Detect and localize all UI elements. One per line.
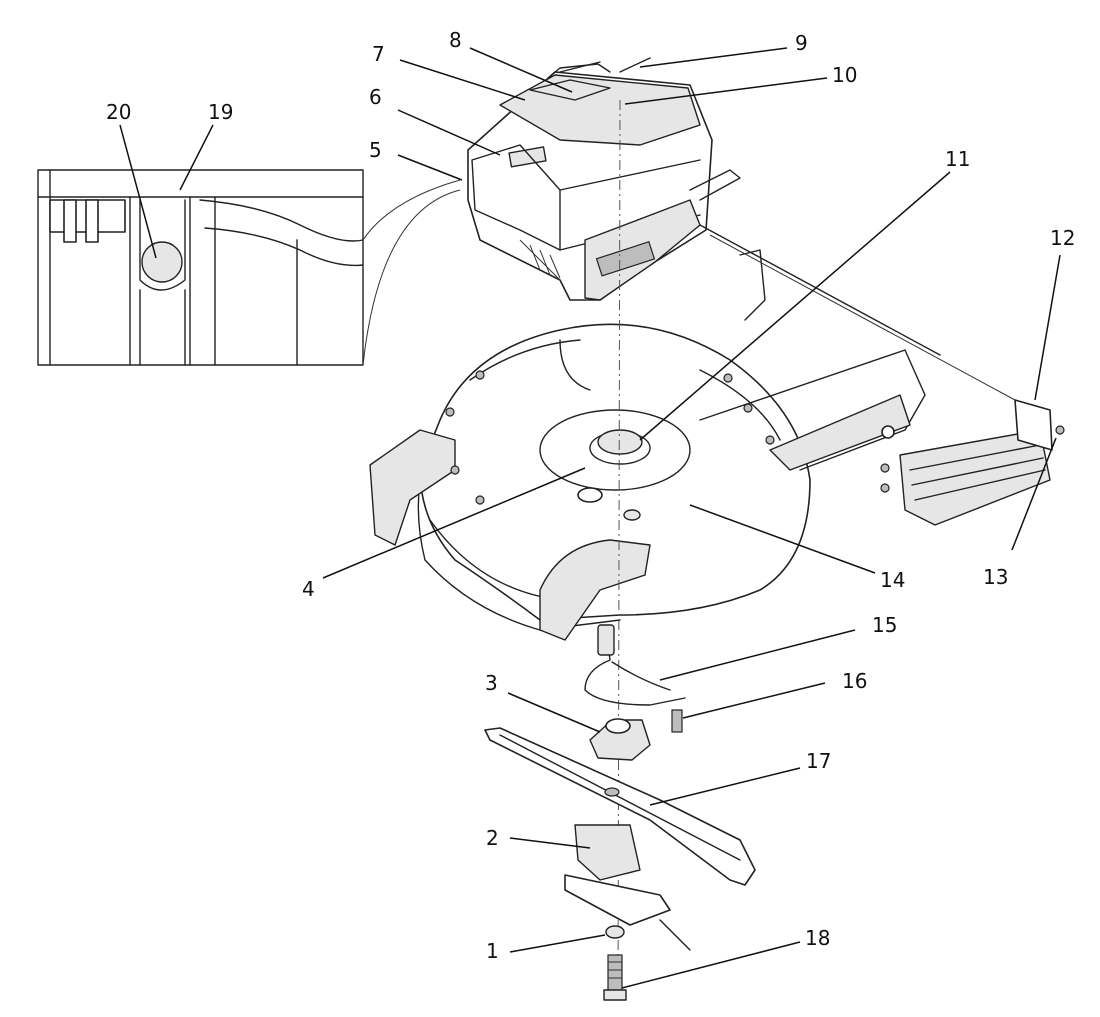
blade-stiffener	[574, 824, 641, 881]
leader-11	[639, 171, 951, 441]
callout-labels: 1 2 3 4 5 6 7 8 9 10 11 12 13 14 15 16 1…	[106, 28, 1075, 963]
deflector-plate	[899, 429, 1051, 526]
leader-2	[509, 837, 591, 849]
leader-16	[682, 682, 826, 719]
callout-1: 1	[486, 939, 499, 963]
callout-16: 16	[842, 669, 867, 693]
callout-10: 10	[832, 63, 857, 87]
wire-harness	[584, 624, 686, 706]
leader-6	[397, 109, 501, 156]
callout-6: 6	[369, 85, 382, 109]
callout-20: 20	[106, 100, 131, 124]
leader-18	[621, 941, 801, 989]
leader-13	[1011, 437, 1057, 551]
callout-5: 5	[369, 138, 382, 162]
deck-top	[419, 323, 811, 621]
front-wheel-guard-right	[539, 539, 651, 641]
callout-2: 2	[486, 826, 499, 850]
blade-bolt	[607, 954, 623, 994]
engine	[467, 57, 741, 301]
leader-15	[659, 629, 856, 681]
inset-bolt-head	[141, 241, 183, 283]
callout-19: 19	[208, 100, 233, 124]
leader-10	[624, 77, 828, 105]
lower-assembly	[484, 624, 756, 1001]
callout-9: 9	[795, 31, 808, 55]
rear-axle-bracket	[769, 394, 911, 471]
leader-19	[179, 124, 214, 191]
callout-12: 12	[1050, 226, 1075, 250]
callout-3: 3	[485, 671, 498, 695]
callout-17: 17	[806, 749, 831, 773]
leader-9	[639, 47, 788, 68]
leader-3	[507, 692, 601, 733]
rear-deflector	[880, 399, 1065, 526]
callout-7: 7	[372, 42, 385, 66]
leader-lines	[119, 47, 1061, 989]
callout-18: 18	[805, 926, 830, 950]
washer	[605, 925, 625, 939]
leader-1	[509, 934, 606, 953]
cutting-blade	[484, 727, 756, 886]
mower-deck	[369, 323, 926, 641]
bolt-16	[671, 709, 683, 733]
engine-top-cover	[499, 74, 701, 146]
inset-frame	[37, 169, 364, 366]
callout-15: 15	[872, 613, 897, 637]
leader-5	[397, 154, 463, 181]
leader-8	[469, 47, 573, 93]
callout-4: 4	[302, 577, 315, 601]
callout-13: 13	[983, 565, 1008, 589]
leader-20	[119, 124, 157, 259]
callout-14: 14	[880, 568, 905, 592]
rear-housing-lines	[699, 224, 1016, 401]
leader-17	[649, 767, 801, 806]
inset-detail	[37, 169, 461, 366]
leader-14	[689, 504, 876, 574]
callout-8: 8	[449, 28, 462, 52]
leader-12	[1034, 254, 1061, 401]
leader-4	[322, 467, 586, 579]
callout-11: 11	[945, 147, 970, 171]
leader-7	[399, 59, 526, 101]
front-wheel-guard-left	[369, 429, 456, 546]
